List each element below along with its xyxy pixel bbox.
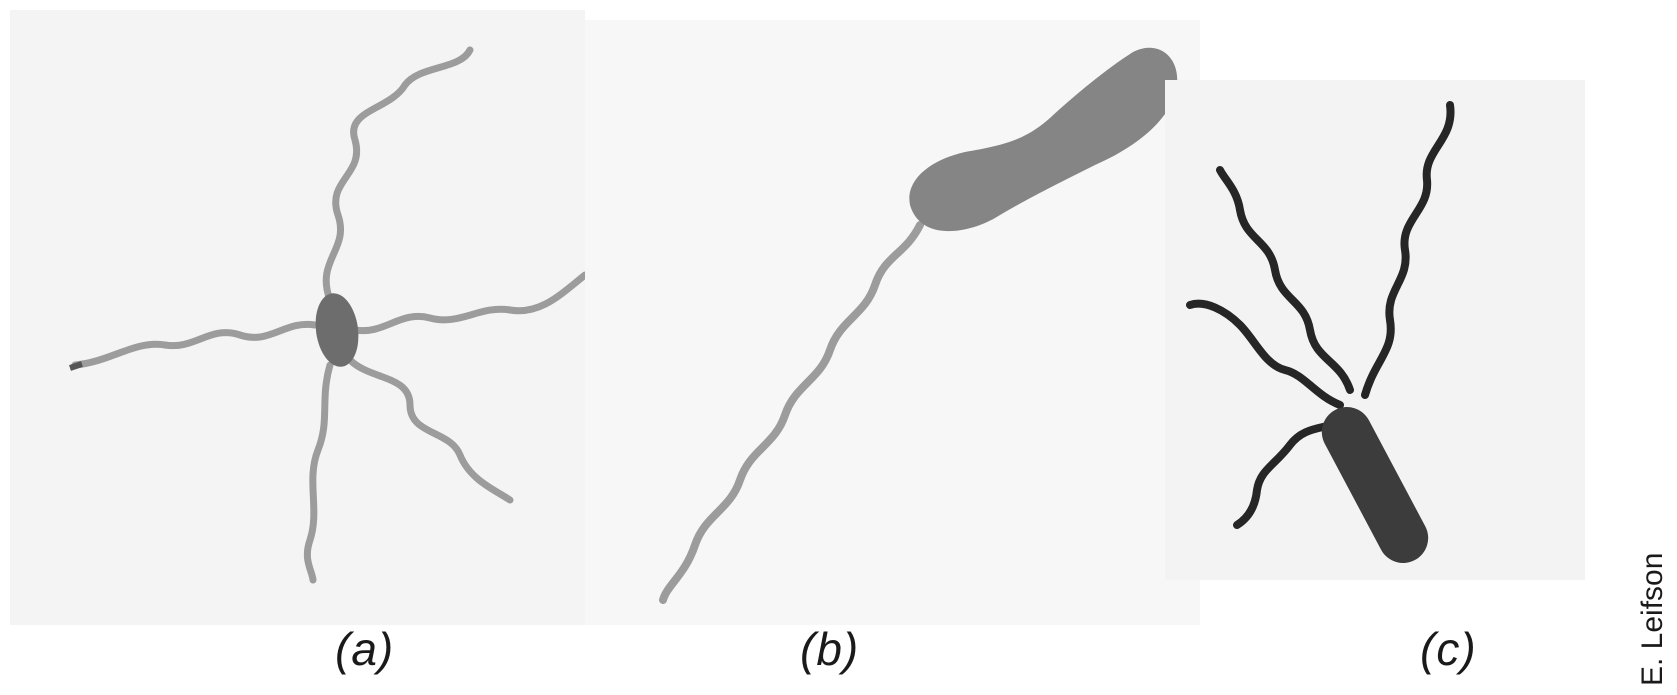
photo-credit: E. Leifson [1636, 553, 1670, 686]
micrograph-panel-a [0, 0, 585, 630]
micrograph-a-image [0, 0, 585, 630]
micrograph-panel-c [1165, 0, 1605, 630]
panel-label-a: (a) [335, 622, 394, 676]
micrograph-b-image [585, 0, 1200, 630]
micrograph-a-background [10, 10, 585, 625]
micrograph-panel-b [585, 0, 1200, 630]
flagellum-fragment [70, 364, 82, 368]
panel-label-c: (c) [1420, 622, 1477, 676]
panel-label-b: (b) [800, 622, 859, 676]
micrograph-c-image [1165, 0, 1605, 630]
